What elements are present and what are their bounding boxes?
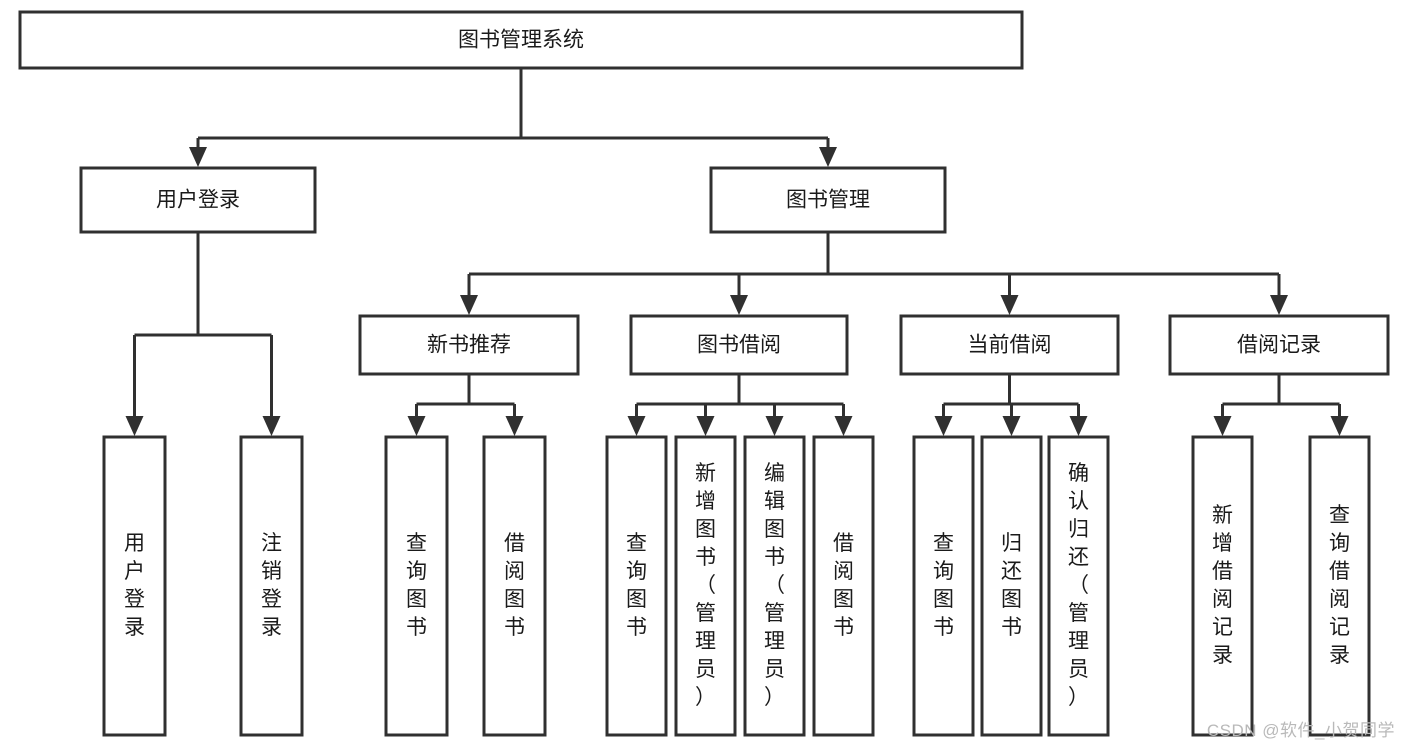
arrow-head-icon bbox=[460, 295, 478, 315]
node-box bbox=[899, 314, 1120, 376]
node-box bbox=[912, 435, 975, 737]
arrow-head-icon bbox=[696, 416, 715, 436]
node-leaf-cur-confirm-return[interactable]: 确认归还（管理员） bbox=[1047, 435, 1110, 737]
arrow-head-icon bbox=[1270, 295, 1288, 315]
node-box bbox=[605, 435, 668, 737]
arrow-head-icon bbox=[730, 295, 748, 315]
node-box bbox=[629, 314, 849, 376]
node-leaf-borrow-add-book[interactable]: 新增图书（管理员） bbox=[674, 435, 737, 737]
node-box bbox=[709, 166, 947, 234]
node-label: 新增图书（管理员） bbox=[695, 462, 716, 709]
node-leaf-borrow-query-book[interactable]: 查询图书 bbox=[605, 435, 668, 737]
node-box bbox=[812, 435, 875, 737]
node-box bbox=[1191, 435, 1254, 737]
node-box bbox=[18, 10, 1024, 70]
arrow-head-icon bbox=[125, 416, 144, 436]
node-box bbox=[674, 435, 737, 737]
node-box bbox=[102, 435, 167, 737]
node-leaf-rec-query-record[interactable]: 查询借阅记录 bbox=[1308, 435, 1371, 737]
arrow-head-icon bbox=[765, 416, 784, 436]
node-label: 注销登录 bbox=[261, 532, 282, 639]
node-box bbox=[743, 435, 806, 737]
node-leaf-logout[interactable]: 注销登录 bbox=[239, 435, 304, 737]
arrow-head-icon bbox=[1000, 295, 1019, 315]
arrow-head-icon bbox=[627, 416, 646, 436]
arrow-head-icon bbox=[934, 416, 953, 436]
arrow-head-icon bbox=[1069, 416, 1088, 436]
arrow-head-icon bbox=[1002, 416, 1021, 436]
node-leaf-borrow-borrow-book[interactable]: 借阅图书 bbox=[812, 435, 875, 737]
node-label: 查询图书 bbox=[933, 532, 954, 639]
arrow-head-icon bbox=[834, 416, 853, 436]
arrow-head-icon bbox=[262, 416, 281, 436]
node-leaf-rec-add-record[interactable]: 新增借阅记录 bbox=[1191, 435, 1254, 737]
node-borrow-record[interactable]: 借阅记录 bbox=[1168, 314, 1390, 376]
node-label: 查询图书 bbox=[626, 532, 647, 639]
watermark-label: CSDN @软件_小贺同学 bbox=[1206, 721, 1395, 740]
node-box bbox=[358, 314, 580, 376]
node-leaf-borrow-edit-book[interactable]: 编辑图书（管理员） bbox=[743, 435, 806, 737]
node-label: 新增借阅记录 bbox=[1212, 504, 1233, 667]
node-root[interactable]: 图书管理系统 bbox=[18, 10, 1024, 70]
arrow-head-icon bbox=[1330, 416, 1349, 436]
node-box bbox=[384, 435, 449, 737]
node-user-login[interactable]: 用户登录 bbox=[79, 166, 317, 234]
node-leaf-user-login[interactable]: 用户登录 bbox=[102, 435, 167, 737]
node-leaf-cur-return-book[interactable]: 归还图书 bbox=[980, 435, 1043, 737]
node-label: 新书推荐 bbox=[427, 334, 511, 357]
node-label: 用户登录 bbox=[156, 189, 240, 212]
node-box bbox=[482, 435, 547, 737]
node-leaf-rec-borrow-book[interactable]: 借阅图书 bbox=[482, 435, 547, 737]
node-current-borrow[interactable]: 当前借阅 bbox=[899, 314, 1120, 376]
node-label: 确认归还（管理员） bbox=[1068, 462, 1089, 709]
node-label: 借阅记录 bbox=[1237, 334, 1321, 357]
node-label: 图书管理系统 bbox=[458, 29, 584, 52]
node-leaf-rec-query-book[interactable]: 查询图书 bbox=[384, 435, 449, 737]
arrow-head-icon bbox=[505, 416, 524, 436]
node-label: 编辑图书（管理员） bbox=[764, 462, 785, 709]
node-box bbox=[1168, 314, 1390, 376]
node-box bbox=[1308, 435, 1371, 737]
node-book-borrow[interactable]: 图书借阅 bbox=[629, 314, 849, 376]
node-leaf-cur-query-book[interactable]: 查询图书 bbox=[912, 435, 975, 737]
node-layer: 图书管理系统用户登录图书管理新书推荐图书借阅当前借阅借阅记录用户登录注销登录查询… bbox=[18, 10, 1390, 737]
node-label: 图书借阅 bbox=[697, 334, 781, 357]
node-box bbox=[239, 435, 304, 737]
arrow-head-icon bbox=[189, 147, 207, 167]
node-new-book-recommend[interactable]: 新书推荐 bbox=[358, 314, 580, 376]
node-book-manage[interactable]: 图书管理 bbox=[709, 166, 947, 234]
arrow-head-icon bbox=[407, 416, 426, 436]
node-label: 图书管理 bbox=[786, 189, 870, 212]
arrow-head-icon bbox=[1213, 416, 1232, 436]
node-label: 归还图书 bbox=[1001, 532, 1022, 639]
node-label: 查询借阅记录 bbox=[1329, 504, 1350, 667]
node-label: 借阅图书 bbox=[833, 532, 854, 639]
edge-layer bbox=[125, 68, 1349, 436]
node-label: 借阅图书 bbox=[504, 532, 525, 639]
node-box bbox=[1047, 435, 1110, 737]
node-box bbox=[79, 166, 317, 234]
node-label: 查询图书 bbox=[406, 532, 427, 639]
arrow-head-icon bbox=[819, 147, 837, 167]
node-label: 用户登录 bbox=[124, 532, 145, 639]
node-label: 当前借阅 bbox=[968, 334, 1052, 357]
node-box bbox=[980, 435, 1043, 737]
